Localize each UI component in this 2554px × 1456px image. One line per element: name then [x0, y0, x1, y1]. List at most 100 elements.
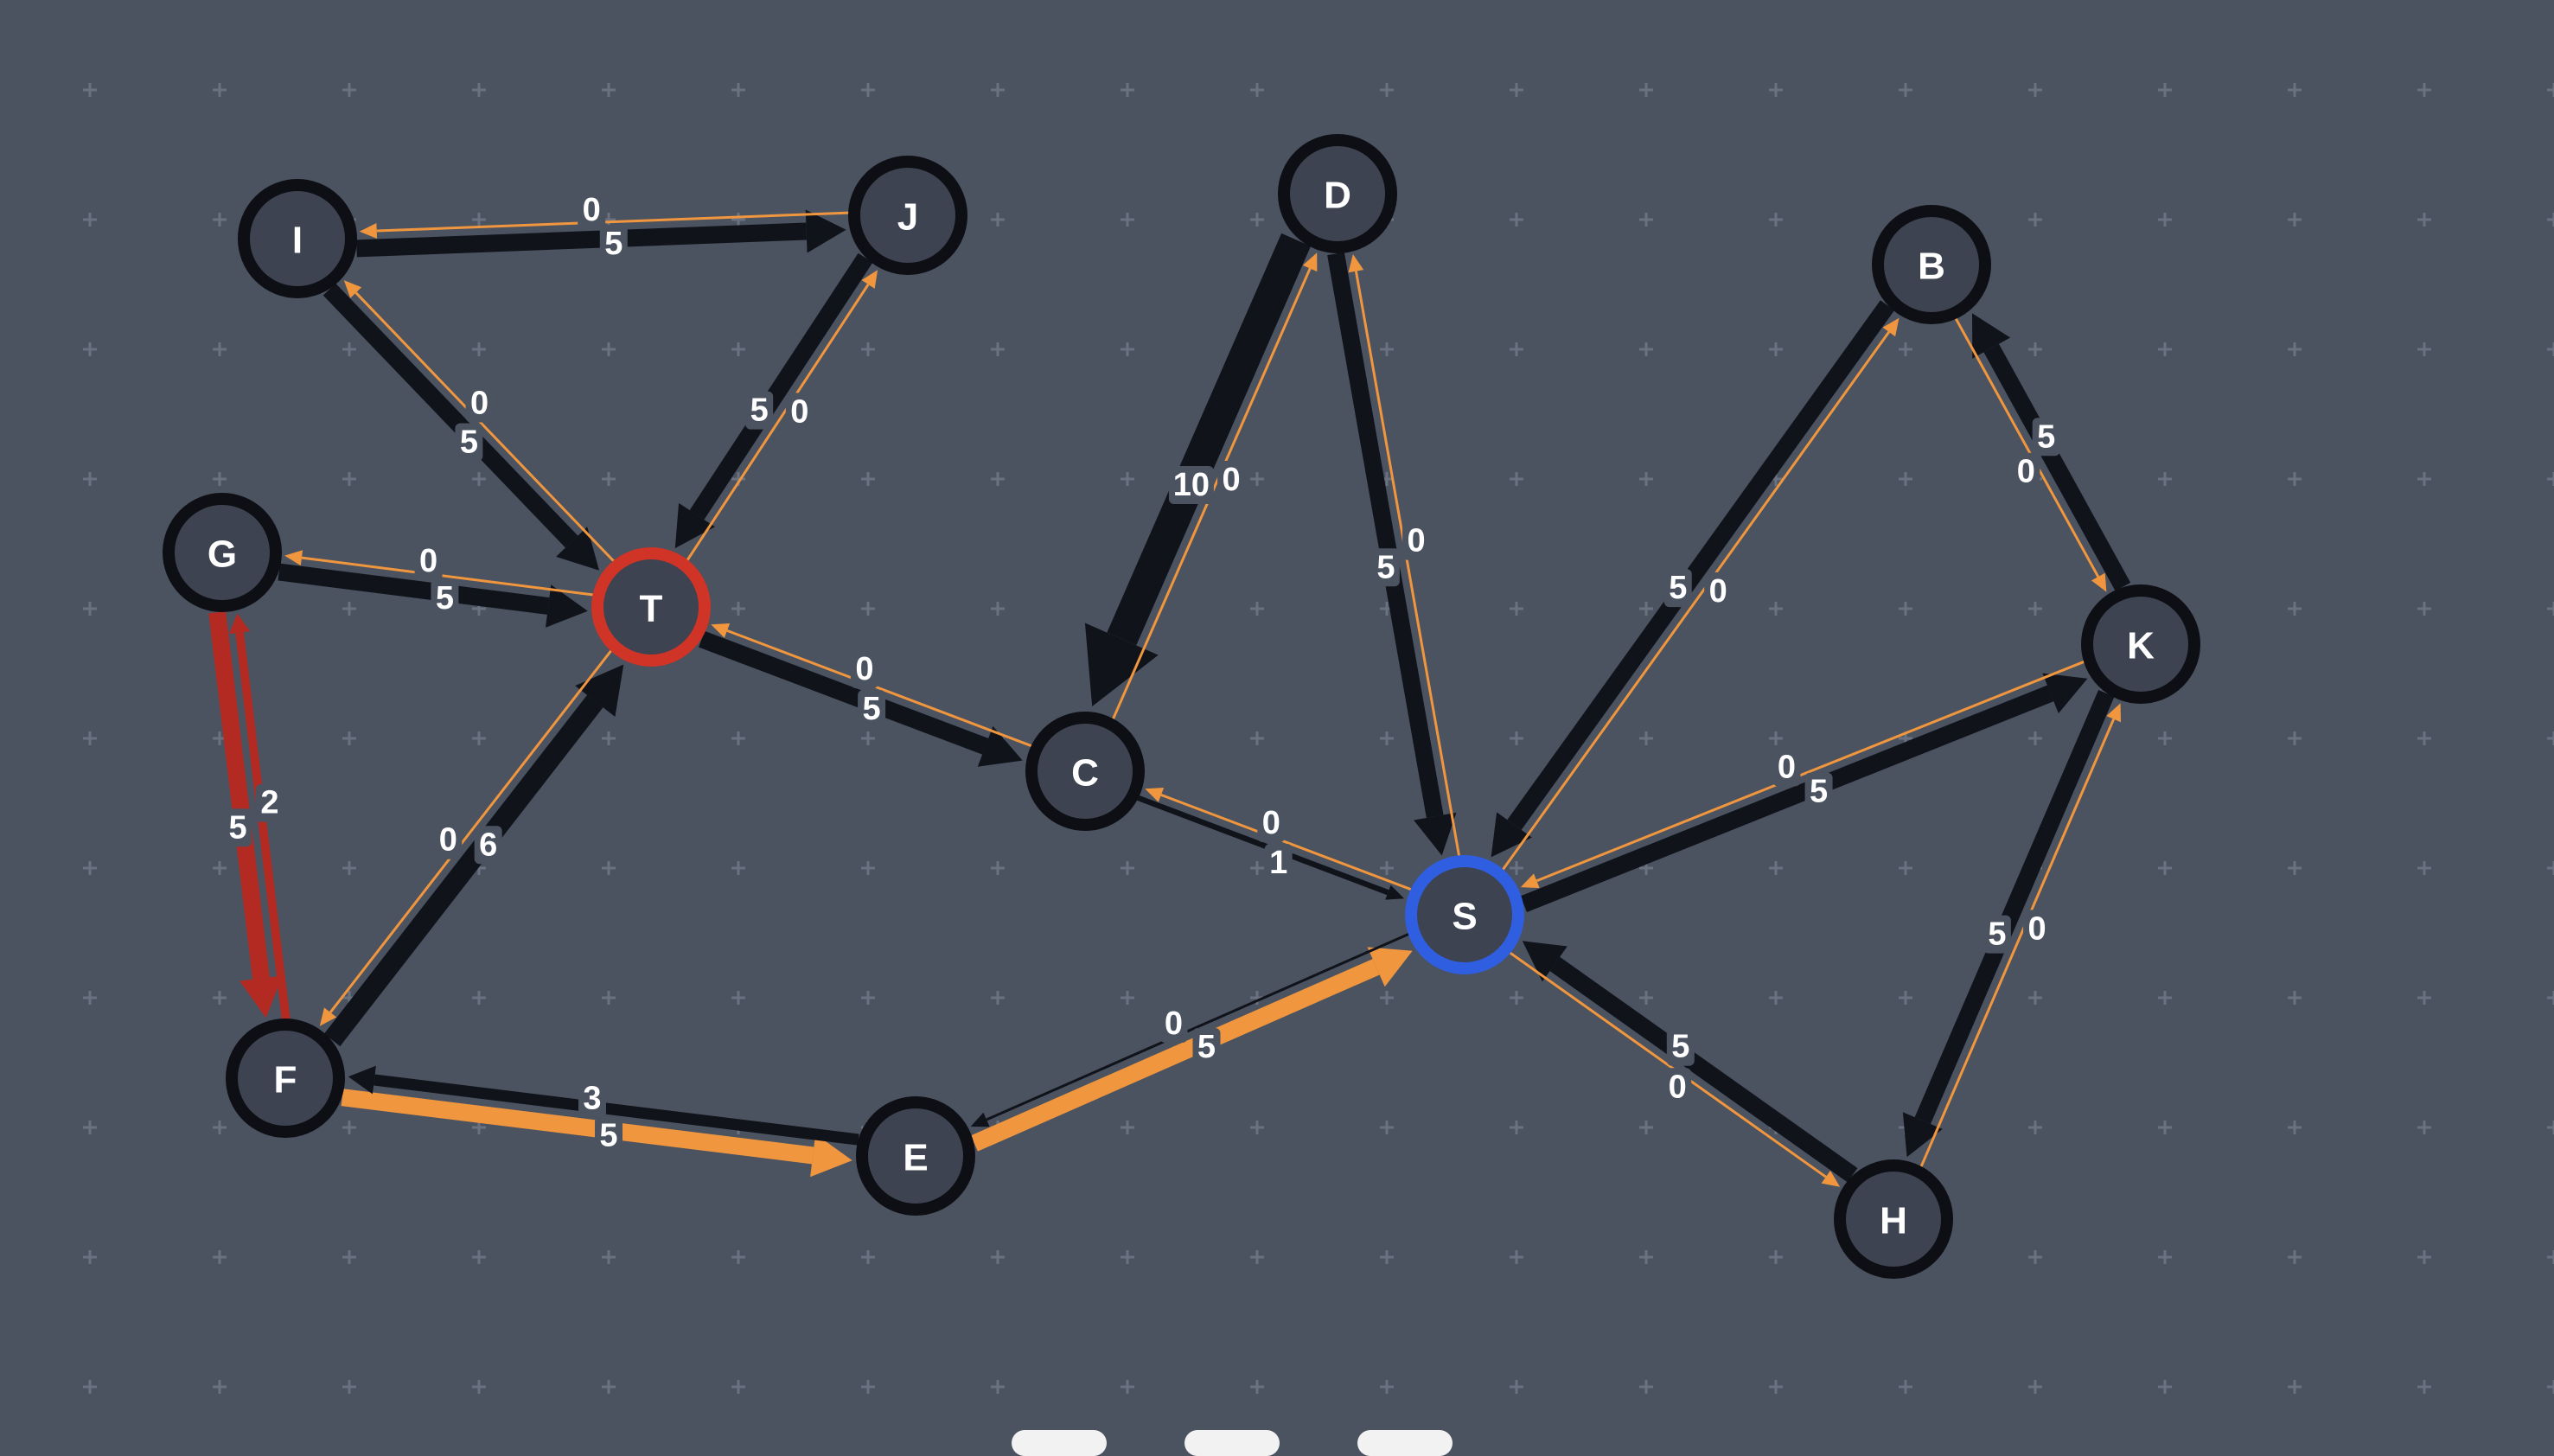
edge-b-s-forward[interactable]	[1491, 300, 1895, 858]
edge-c-s-backward[interactable]	[1145, 788, 1412, 891]
edge-g-f-forward-capacity-bg	[224, 808, 252, 847]
edge-e-s-forward-capacity-bg	[1192, 1028, 1221, 1066]
node-h[interactable]: H	[1834, 1159, 1953, 1279]
node-g[interactable]: G	[163, 493, 282, 612]
edge-f-t-forward-capacity-bg	[474, 826, 502, 865]
edge-h-s-backward-flow-bg	[1663, 1068, 1692, 1107]
edge-t-c-forward[interactable]	[699, 630, 1023, 767]
edge-f-e-forward-capacity: 5	[599, 1117, 617, 1153]
node-e-label: E	[903, 1137, 928, 1179]
edge-i-j-backward[interactable]	[359, 211, 849, 239]
edge-f-e-backward-flow-bg	[578, 1079, 606, 1118]
edge-g-f-backward-flow-bg	[255, 783, 284, 822]
node-k-label: K	[2127, 625, 2155, 667]
edge-j-t-forward[interactable]	[674, 252, 873, 549]
edge-i-t-backward[interactable]	[343, 280, 615, 563]
edge-i-j-backward-flow-bg	[578, 191, 606, 229]
node-c[interactable]: C	[1025, 712, 1145, 831]
node-h-label: H	[1880, 1200, 1907, 1242]
edge-t-c-forward-capacity: 5	[863, 691, 881, 727]
edge-f-e-forward[interactable]	[341, 1089, 852, 1178]
edge-k-b-backward-flow: 0	[2017, 454, 2035, 490]
edge-g-t-backward-flow-bg	[414, 542, 443, 581]
edge-i-j-forward-capacity-bg	[599, 225, 628, 263]
edge-k-h-backward-flow: 0	[2028, 910, 2046, 947]
edge-i-t-forward[interactable]	[322, 283, 599, 571]
node-s-label: S	[1452, 896, 1477, 938]
edge-f-e-backward-flow: 3	[583, 1081, 601, 1117]
node-i-label: I	[292, 220, 303, 262]
node-i[interactable]: I	[238, 179, 357, 298]
edge-b-s-forward-capacity: 5	[1669, 570, 1687, 606]
edge-c-s-backward-flow: 0	[1262, 805, 1280, 841]
node-j-label: J	[897, 196, 918, 239]
bottom-tab-3[interactable]	[1357, 1430, 1453, 1456]
edge-k-h-forward[interactable]	[1902, 689, 2115, 1158]
edge-h-s-backward[interactable]	[1509, 951, 1841, 1187]
node-t[interactable]: T	[591, 547, 711, 667]
edge-e-s-forward[interactable]	[970, 947, 1413, 1152]
edge-j-t-backward-flow: 0	[790, 393, 808, 430]
bottom-tab-1[interactable]	[1012, 1430, 1107, 1456]
edge-f-t-forward-capacity: 6	[479, 827, 497, 863]
node-b[interactable]: B	[1872, 205, 1991, 324]
edge-k-h-backward-flow-bg	[2023, 910, 2052, 948]
edge-e-s-backward[interactable]	[970, 932, 1410, 1127]
node-k[interactable]: K	[2081, 584, 2200, 704]
edge-d-s-forward[interactable]	[1327, 252, 1457, 856]
edge-h-s-forward[interactable]	[1522, 941, 1858, 1183]
edge-s-k-forward[interactable]	[1520, 673, 2088, 912]
edge-k-h-forward-capacity-bg	[1983, 915, 2011, 954]
edge-s-k-backward-flow: 0	[1778, 749, 1796, 785]
node-b-label: B	[1918, 246, 1945, 288]
edge-k-b-backward[interactable]	[1954, 317, 2107, 592]
edge-i-j-forward-capacity: 5	[604, 226, 623, 262]
edge-k-h-backward[interactable]	[1919, 703, 2121, 1168]
edge-i-t-forward-capacity-bg	[455, 423, 483, 462]
edge-b-s-backward-flow: 0	[1709, 573, 1727, 610]
edge-f-e-backward[interactable]	[348, 1065, 859, 1146]
bottom-tab-2[interactable]	[1184, 1430, 1280, 1456]
edge-f-t-forward[interactable]	[323, 664, 624, 1047]
node-t-label: T	[640, 588, 663, 630]
edge-f-e-forward-capacity-bg	[595, 1116, 623, 1155]
edge-k-b-forward-capacity: 5	[2037, 418, 2055, 455]
node-d[interactable]: D	[1278, 134, 1397, 253]
edge-d-s-backward-flow: 0	[1408, 523, 1426, 559]
edge-c-s-forward-capacity: 1	[1269, 845, 1287, 881]
edge-b-s-backward[interactable]	[1501, 317, 1900, 871]
edge-j-t-backward[interactable]	[686, 270, 878, 561]
node-j[interactable]: J	[848, 156, 967, 275]
edge-j-t-forward-capacity-bg	[745, 391, 774, 430]
edge-t-c-backward-flow: 0	[855, 651, 873, 687]
edge-d-c-forward-capacity-bg	[1168, 466, 1214, 504]
edge-t-c-backward[interactable]	[711, 623, 1032, 748]
edge-d-c-forward[interactable]	[1084, 233, 1312, 706]
edge-g-t-forward[interactable]	[278, 563, 588, 628]
edge-s-k-backward[interactable]	[1520, 660, 2085, 889]
edge-k-b-forward[interactable]	[1972, 313, 2131, 591]
edge-g-f-backward[interactable]	[228, 613, 291, 1019]
edge-f-t-backward[interactable]	[319, 649, 613, 1026]
edge-c-s-forward[interactable]	[1136, 795, 1405, 900]
edge-g-t-forward-capacity: 5	[436, 580, 454, 616]
node-e[interactable]: E	[856, 1096, 975, 1216]
edge-g-f-backward-flow: 2	[260, 785, 278, 821]
edge-e-s-backward-flow-bg	[1159, 1005, 1188, 1043]
edge-g-f-forward[interactable]	[208, 611, 283, 1019]
edge-i-j-forward[interactable]	[356, 209, 846, 258]
node-g-label: G	[208, 533, 237, 576]
edge-g-t-backward[interactable]	[284, 550, 594, 597]
node-d-label: D	[1324, 175, 1351, 217]
node-s[interactable]: S	[1405, 855, 1524, 974]
node-f[interactable]: F	[226, 1019, 345, 1138]
edge-i-j-backward-flow: 0	[583, 192, 601, 228]
edge-d-s-forward-capacity-bg	[1371, 548, 1400, 587]
edge-d-s-backward[interactable]	[1348, 254, 1461, 857]
edge-i-t-backward-flow: 0	[470, 386, 488, 422]
edge-j-t-backward-flow-bg	[785, 393, 814, 431]
